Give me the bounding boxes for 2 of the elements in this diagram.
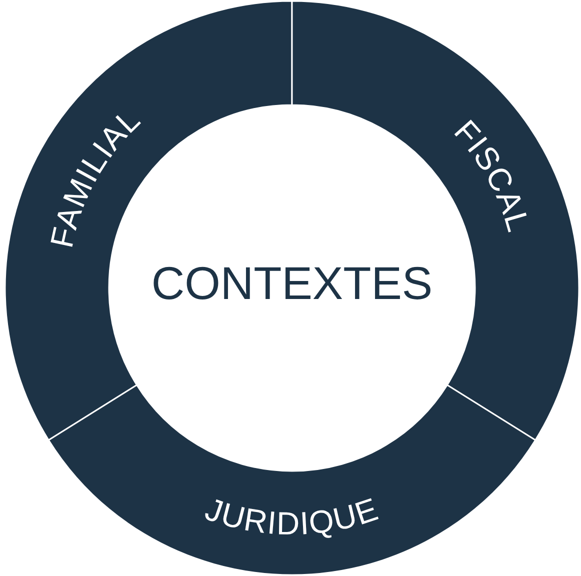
segment-label: JURIDIQUE: [200, 490, 384, 542]
center-title: CONTEXTES: [151, 260, 433, 306]
